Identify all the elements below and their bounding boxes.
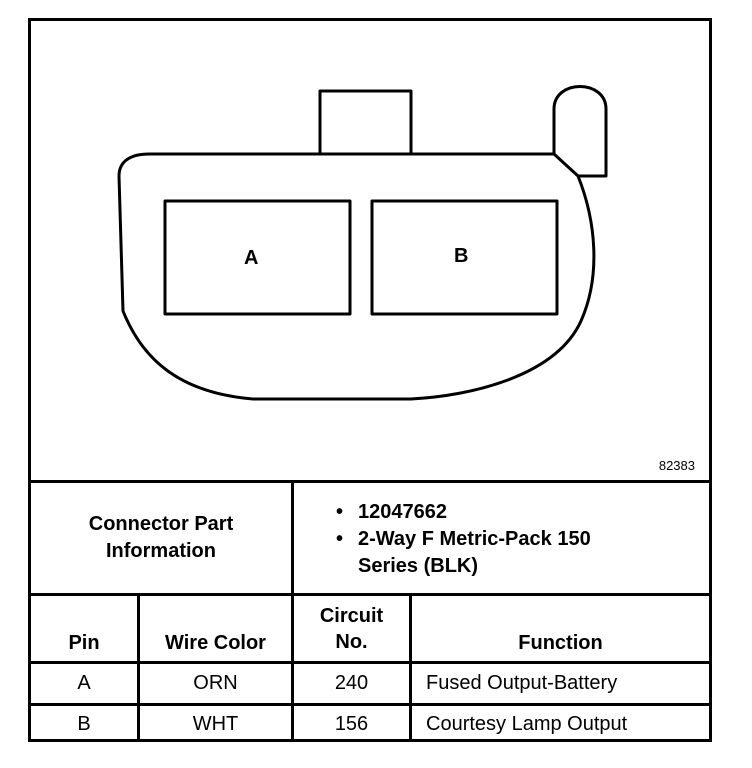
connector-description: 2-Way F Metric-Pack 150 [358, 528, 591, 550]
divider-col-1 [137, 593, 140, 742]
divider-row [31, 703, 709, 706]
header-circuit-no: Circuit No. [319, 604, 384, 653]
cavity-a [163, 199, 352, 316]
locking-arm [552, 85, 608, 178]
connector-info-details: • 12047662 • 2-Way F Metric-Pack 150 Ser… [336, 499, 591, 580]
header-function: Function [518, 632, 603, 654]
row-a-wire-color: ORN [193, 672, 238, 694]
bullet-icon: • [336, 501, 344, 523]
connector-body [117, 152, 596, 401]
cavity-b [370, 199, 559, 316]
divider-info [31, 593, 709, 596]
row-a-function: Fused Output-Battery [426, 672, 618, 694]
connector-outline [117, 85, 608, 401]
divider-diagram [31, 480, 709, 483]
header-wire-color: Wire Color [165, 632, 266, 654]
bullet-item: • 12047662 [336, 499, 591, 526]
header-pin: Pin [68, 632, 100, 654]
row-b-function: Courtesy Lamp Output [426, 712, 628, 735]
connector-info-label: Connector Part Information [88, 513, 234, 562]
cavity-a-label: A [244, 247, 259, 269]
row-b-wire-color: WHT [192, 712, 239, 735]
divider-header [31, 661, 709, 664]
cavity-b-label: B [454, 245, 469, 267]
bullet-item: • 2-Way F Metric-Pack 150 Series (BLK) [336, 526, 591, 580]
connector-figure: A B 82383 Connector Part Information • 1… [28, 18, 712, 742]
row-a-circuit: 240 [334, 672, 369, 694]
bullet-icon: • [336, 528, 344, 550]
connector-series: Series (BLK) [358, 555, 479, 577]
figure-number: 82383 [658, 458, 695, 473]
row-a-pin: A [77, 672, 91, 694]
connector-diagram: A B 82383 [31, 21, 709, 483]
row-b-pin: B [77, 712, 91, 735]
divider-col-3 [409, 593, 412, 742]
row-b-circuit: 156 [334, 712, 369, 735]
divider-col-2 [291, 593, 294, 742]
divider-info-vertical [291, 480, 294, 596]
part-number: 12047662 [358, 501, 447, 523]
latch-tab [318, 89, 413, 154]
